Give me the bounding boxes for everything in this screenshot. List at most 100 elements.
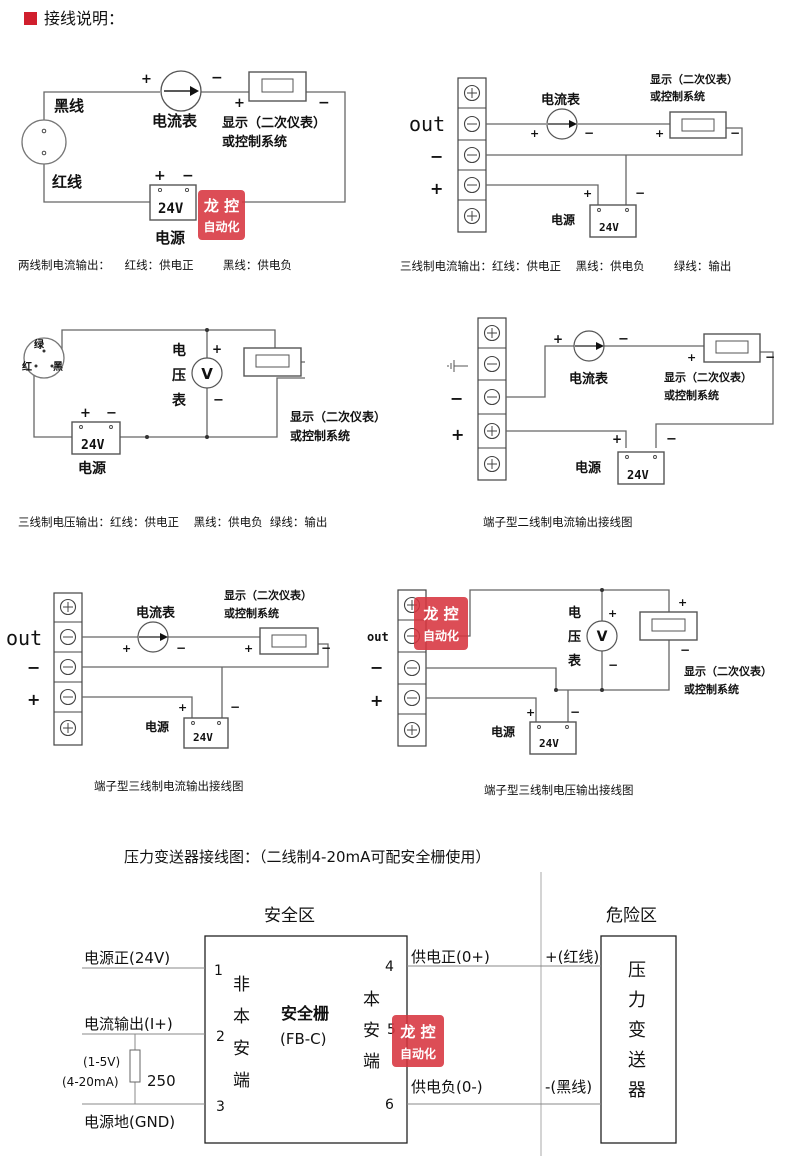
left-side-char: 端 <box>233 1071 250 1091</box>
barrier-model: (FB-C) <box>280 1030 327 1048</box>
display-label-2: 或控制系统 <box>224 606 279 620</box>
voltmeter-label-1: 电 <box>568 605 581 621</box>
minus-label: − <box>318 95 330 111</box>
header-title: 接线说明： <box>44 9 124 28</box>
ammeter-label: 电流表 <box>136 605 176 621</box>
right-side-char: 端 <box>363 1052 380 1072</box>
watermark-logo: 龙 控 自动化 <box>414 597 468 650</box>
resistor-ma-label: (4-20mA) <box>62 1075 119 1089</box>
supply-neg-label: 供电负(0-) <box>411 1078 483 1096</box>
power-pos-label: 电源正(24V) <box>84 949 170 967</box>
plus-label: + <box>553 332 563 346</box>
voltmeter-v: V <box>597 629 608 645</box>
transmitter-box <box>600 935 677 1144</box>
ground-label: 电源地(GND) <box>84 1113 175 1131</box>
voltmeter-icon <box>586 620 618 652</box>
plus-label: + <box>234 96 245 111</box>
display-label-1: 显示（二次仪表） <box>650 72 738 86</box>
minus-label: − <box>321 641 331 655</box>
display-label-1: 显示（二次仪表） <box>224 588 312 602</box>
pin-5: 5 <box>387 1022 396 1038</box>
voltage-label: 24V <box>81 438 105 453</box>
diagram-pressure-transmitter-barrier: 压力变送器接线图：（二线制4-20mA可配安全栅使用） 安全区 危险区 电源正(… <box>62 848 677 1156</box>
black-wire-label: 黑线 <box>54 97 84 115</box>
right-side-char: 本 <box>363 990 380 1010</box>
power-label: 电源 <box>145 719 169 734</box>
minus-label: − <box>618 332 629 347</box>
minus-label: − <box>570 705 580 719</box>
plus-label: + <box>212 342 222 356</box>
diagram-terminal-three-wire-voltage: V out − + 电 压 表 + − + − 显示（二次仪表） 或控制系统 +… <box>367 588 772 797</box>
plus-label: + <box>655 127 664 140</box>
power-label: 电源 <box>491 724 515 739</box>
caption-d3: 三线制电压输出：红线：供电正 黑线：供电负 绿线：输出 <box>18 515 327 529</box>
svg-text:自动化: 自动化 <box>423 628 459 643</box>
minus-label: − <box>608 658 618 672</box>
plus-label: + <box>526 706 535 719</box>
svg-text:龙 控: 龙 控 <box>422 605 458 623</box>
diagram-three-wire-current: out − + 电流表 + − 显示（二次仪表） 或控制系统 + − + − 电… <box>400 72 743 273</box>
diagram-terminal-two-wire-current: − + + − 电流表 + − 显示（二次仪表） 或控制系统 + − 电源 24… <box>447 317 775 529</box>
transmitter-char: 器 <box>628 1080 646 1101</box>
left-side-char: 非 <box>233 975 250 995</box>
black-wire-label: -(黑线) <box>545 1078 592 1096</box>
voltmeter-v: V <box>201 365 213 383</box>
minus-label: − <box>230 700 240 714</box>
display-label-1: 显示（二次仪表） <box>664 370 752 384</box>
display-label-1: 显示（二次仪表） <box>290 409 386 424</box>
minus-label: − <box>430 147 443 166</box>
danger-zone-label: 危险区 <box>606 906 657 926</box>
minus-label: − <box>450 389 463 408</box>
out-label: out <box>6 626 42 650</box>
voltmeter-icon <box>191 357 223 389</box>
voltmeter-label-3: 表 <box>171 392 187 409</box>
ammeter-label: 电流表 <box>569 371 609 387</box>
plus-label: + <box>451 425 464 444</box>
transmitter-char: 压 <box>628 960 646 981</box>
right-side-char: 安 <box>363 1021 380 1041</box>
pin-3: 3 <box>216 1099 225 1115</box>
plus-label: + <box>370 691 383 710</box>
transmitter-char: 变 <box>628 1020 646 1041</box>
diagram-three-wire-voltage: V 绿 红 黑 电 压 表 + − 显示（二次仪表） 或控制系统 + − 24V… <box>18 328 386 529</box>
red-wire-label: 红 <box>22 360 32 373</box>
minus-label: − <box>182 168 194 184</box>
ammeter-label: 电流表 <box>152 112 198 130</box>
safe-zone-label: 安全区 <box>264 906 315 926</box>
black-wire-label: 黑 <box>53 361 63 373</box>
sensor-circle <box>21 119 67 165</box>
svg-text:龙 控: 龙 控 <box>203 197 239 215</box>
caption-d2: 三线制电流输出：红线：供电正 黑线：供电负 绿线：输出 <box>400 259 731 273</box>
left-side-char: 安 <box>233 1039 250 1059</box>
minus-label: − <box>765 350 775 364</box>
minus-label: − <box>213 393 224 408</box>
display-box <box>243 347 302 377</box>
voltmeter-label-2: 压 <box>568 630 581 645</box>
plus-label: + <box>178 701 187 714</box>
display-label-1: 显示（二次仪表） <box>222 115 326 131</box>
header-marker <box>24 12 37 25</box>
power-label: 电源 <box>575 460 601 476</box>
minus-label: − <box>635 186 645 200</box>
voltmeter-label-2: 压 <box>172 368 186 384</box>
ammeter-label: 电流表 <box>541 92 581 108</box>
red-wire-label: +(红线) <box>545 948 599 966</box>
plus-label: + <box>678 596 687 609</box>
plus-label: + <box>27 690 40 709</box>
plus-label: + <box>244 642 253 655</box>
display-label-2: 或控制系统 <box>650 89 705 103</box>
caption-d5: 端子型三线制电流输出接线图 <box>94 779 244 793</box>
plus-label: + <box>80 406 91 421</box>
plus-label: + <box>430 179 443 198</box>
minus-label: − <box>370 658 383 677</box>
d7-title: 压力变送器接线图：（二线制4-20mA可配安全栅使用） <box>124 848 490 866</box>
resistor-icon <box>129 1049 141 1083</box>
display-label-1: 显示（二次仪表） <box>684 664 772 678</box>
voltage-label: 24V <box>599 221 619 234</box>
svg-text:龙 控: 龙 控 <box>399 1023 435 1041</box>
plus-label: + <box>687 351 696 364</box>
voltage-label: 24V <box>627 468 649 482</box>
minus-label: − <box>666 432 677 447</box>
display-label-2: 或控制系统 <box>222 134 287 150</box>
